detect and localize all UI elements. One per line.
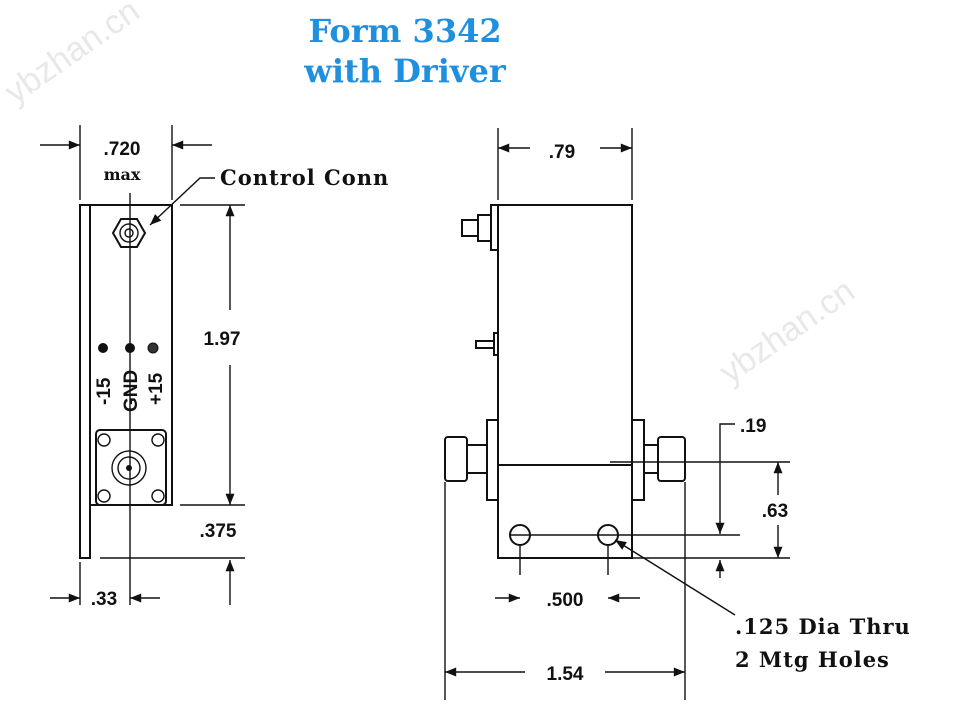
right-view: .79 .63 .19 .500 1.54 .125 Dia Thru 2 Mt… — [444, 128, 911, 700]
rf-connector-left — [444, 436, 468, 482]
pin-plus15 — [147, 342, 159, 354]
hole-note-line-1: .125 Dia Thru — [735, 614, 911, 639]
dim-500: .500 — [547, 590, 584, 611]
dim-720: .720 — [104, 139, 141, 160]
pin-label-gnd: GND — [121, 370, 142, 412]
pin-label-minus15: -15 — [94, 377, 115, 405]
pin-label-plus15: +15 — [146, 372, 167, 405]
title-line-2: with Driver — [303, 52, 507, 90]
dim-33: .33 — [91, 589, 117, 610]
control-connector — [111, 218, 147, 248]
dim-63: .63 — [762, 501, 788, 522]
rf-connector — [95, 429, 167, 506]
dim-720-note: max — [104, 165, 141, 184]
dim-197: 1.97 — [204, 329, 241, 350]
watermark: ybzhan.cn — [713, 272, 862, 392]
dim-154: 1.54 — [547, 664, 584, 685]
dim-19: .19 — [740, 416, 766, 437]
control-conn-label: Control Conn — [220, 165, 389, 190]
watermark: ybzhan.cn — [0, 0, 147, 112]
dim-79: .79 — [549, 142, 575, 163]
pin-minus15 — [98, 343, 108, 353]
rf-connector-right — [657, 436, 686, 482]
title-line-1: Form 3342 — [308, 12, 501, 50]
dim-375: .375 — [200, 521, 237, 542]
pin-gnd — [125, 343, 135, 353]
hole-note-line-2: 2 Mtg Holes — [735, 647, 890, 672]
left-view: -15 GND +15 .720 max Control Conn 1.97 .… — [40, 125, 389, 610]
